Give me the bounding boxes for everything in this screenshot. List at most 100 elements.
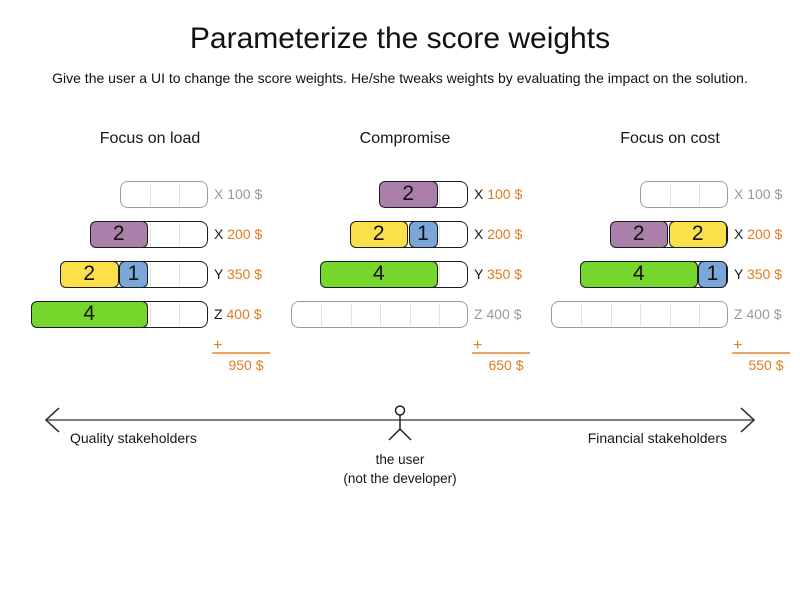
process-block-value: 4 (372, 262, 385, 285)
resource-letter: Y (214, 266, 227, 282)
resource-letter: X (214, 186, 228, 202)
row-label: Z 400 $ (734, 301, 782, 328)
total-sum: +950 $ (212, 338, 270, 373)
cell-divider-line (640, 303, 641, 326)
total-amount: 950 $ (228, 357, 264, 373)
user-actor-icon (388, 405, 412, 441)
row-label: Z 400 $ (214, 301, 262, 328)
right-arrowhead-icon (740, 407, 756, 433)
row-label: X 100 $ (214, 181, 262, 208)
resource-letter: Z (734, 306, 747, 322)
user-caption: the user (not the developer) (0, 450, 800, 488)
capacity-bar: 4 (30, 300, 208, 328)
stakeholder-axis (44, 405, 756, 441)
resource-cost: 400 $ (746, 306, 782, 322)
row-label: X 100 $ (474, 181, 522, 208)
cell-divider-line (439, 223, 440, 246)
resource-cost: 350 $ (226, 266, 263, 282)
page-title: Parameterize the score weights (189, 22, 611, 55)
panel-header: Compromise (359, 130, 451, 147)
cell-divider-line (699, 183, 700, 206)
quality-stakeholders-label: Quality stakeholders (70, 430, 197, 446)
cell-divider-line (149, 303, 151, 326)
cell-divider-line (699, 303, 700, 326)
financial-stakeholders-label: Financial stakeholders (587, 430, 727, 446)
subtitle: Give the user a UI to change the score w… (52, 70, 748, 86)
resource-letter: Y (734, 266, 747, 282)
capacity-bar (639, 181, 728, 208)
process-block: 2 (379, 180, 438, 208)
cell-divider-line (439, 263, 440, 286)
process-block-value: 2 (691, 222, 704, 245)
process-block: 4 (30, 300, 148, 328)
process-block-value: 2 (402, 182, 415, 205)
process-block-value: 1 (706, 262, 719, 285)
total-amount: 550 $ (748, 357, 784, 373)
resource-cost: 200 $ (747, 226, 783, 242)
capacity-bar: 2 (379, 180, 468, 208)
process-block-value: 2 (632, 222, 645, 245)
resource-letter: X (734, 226, 748, 242)
user-caption-line1: the user (375, 452, 425, 467)
resource-letter: Z (474, 306, 487, 322)
process-block: 2 (60, 260, 119, 288)
capacity-bar: 2 (89, 220, 208, 248)
process-block-value: 4 (83, 302, 96, 325)
panel-header: Focus on cost (620, 130, 720, 147)
resource-cost: 400 $ (486, 306, 522, 322)
plus-sign: + (732, 338, 790, 354)
cell-divider-line (669, 183, 671, 206)
cell-divider-line (179, 303, 180, 326)
row-label: Y 350 $ (474, 261, 522, 288)
cell-divider-line (439, 303, 440, 326)
cell-divider-line (409, 303, 411, 326)
panel-header: Focus on load (99, 130, 201, 147)
row-label: X 200 $ (214, 221, 262, 248)
row-label: Y 350 $ (214, 261, 262, 288)
process-block-value: 2 (83, 262, 96, 285)
cell-divider-line (149, 263, 151, 286)
process-block: 1 (408, 220, 438, 248)
process-block-value: 2 (112, 222, 125, 245)
process-block: 4 (580, 260, 698, 288)
row-label: X 200 $ (734, 221, 782, 248)
row-label: Y 350 $ (734, 261, 782, 288)
cell-divider-line (179, 183, 180, 206)
process-block-value: 1 (127, 262, 140, 285)
resource-letter: X (474, 226, 488, 242)
capacity-bar (119, 181, 208, 208)
process-block: 1 (698, 260, 727, 288)
resource-cost: 200 $ (487, 226, 523, 242)
row-label: X 100 $ (734, 181, 782, 208)
capacity-bar (291, 301, 468, 328)
capacity-bar: 4 (320, 260, 468, 288)
cell-divider-line (179, 263, 180, 286)
process-block: 1 (119, 260, 148, 288)
process-block: 2 (609, 220, 668, 248)
resource-letter: X (474, 186, 488, 202)
resource-cost: 200 $ (227, 226, 263, 242)
cell-divider-line (380, 303, 381, 326)
capacity-bar (551, 301, 728, 328)
cell-divider-line (179, 223, 180, 246)
cell-divider-line (581, 303, 582, 326)
total-sum: +650 $ (472, 338, 530, 373)
total-sum: +550 $ (732, 338, 790, 373)
row-label: Z 400 $ (474, 301, 522, 328)
resource-cost: 100 $ (747, 186, 783, 202)
process-block-value: 1 (417, 222, 429, 245)
process-block: 2 (89, 220, 148, 248)
plus-sign: + (212, 338, 270, 354)
process-block: 2 (668, 220, 727, 248)
resource-letter: Y (474, 266, 487, 282)
process-block: 2 (349, 220, 408, 248)
cell-divider-line (149, 223, 151, 246)
resource-cost: 100 $ (487, 186, 523, 202)
cell-divider-line (610, 303, 612, 326)
left-arrowhead-icon (44, 407, 60, 433)
